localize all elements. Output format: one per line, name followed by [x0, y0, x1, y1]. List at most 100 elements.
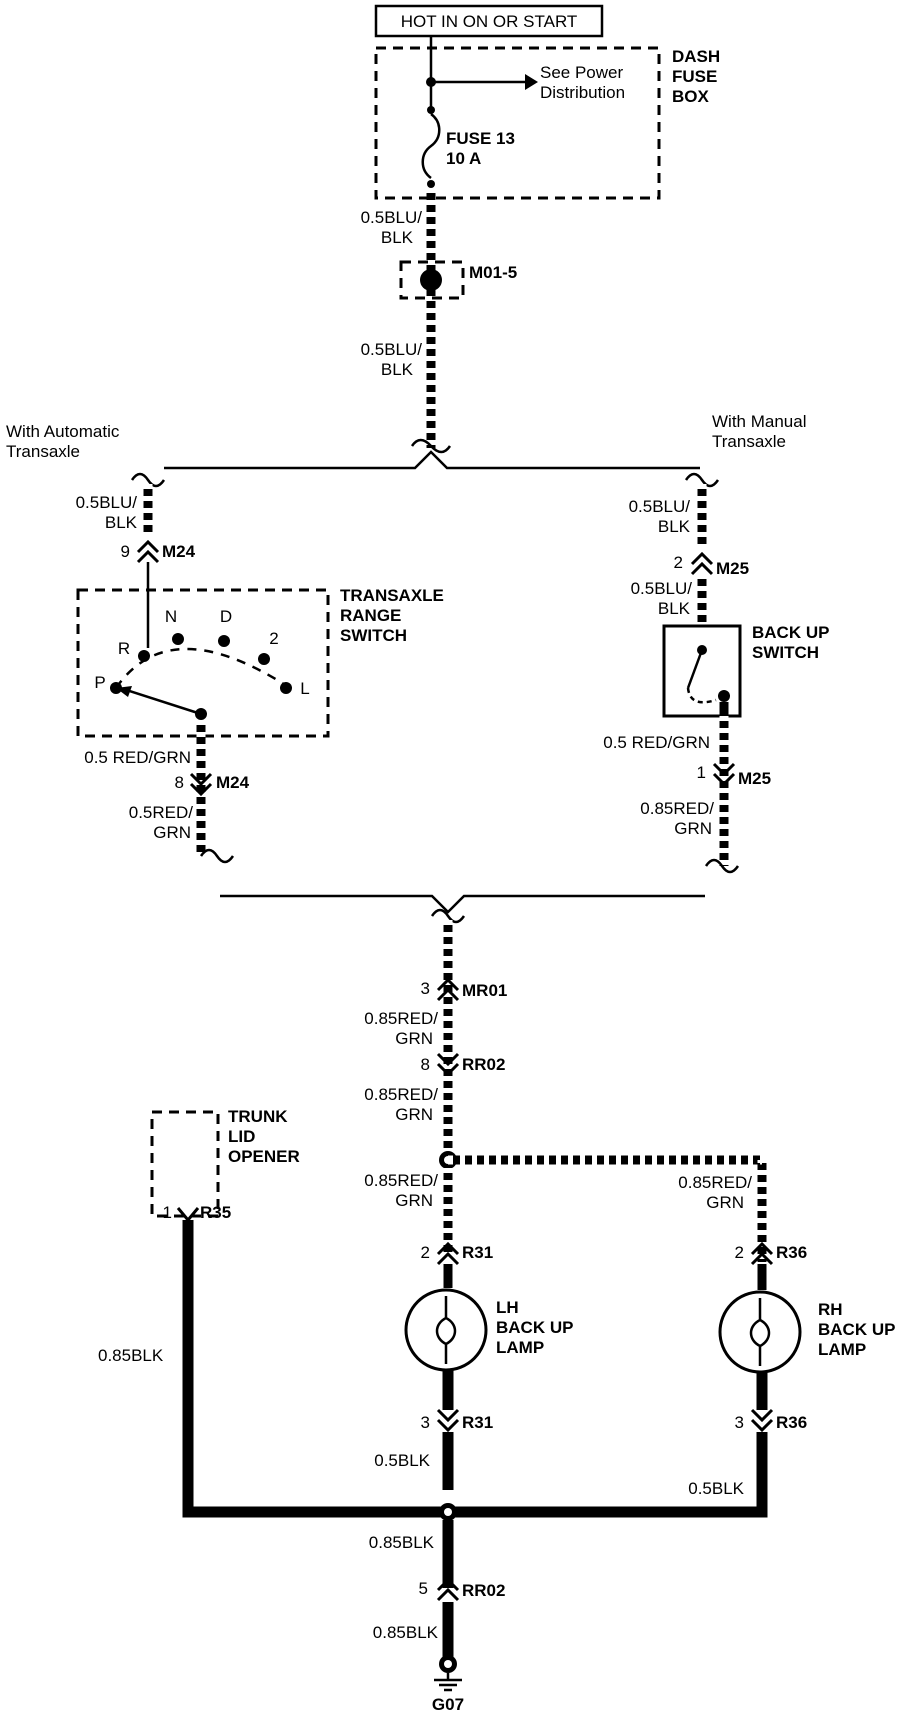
connector-m24-out — [189, 772, 213, 797]
auto-wire-in-a: 0.5BLU/ — [76, 493, 138, 512]
lower-c1-pin: 3 — [421, 979, 430, 998]
splice-m01-5 — [420, 269, 442, 291]
manual-wire-out2-b: GRN — [674, 819, 712, 838]
rh-lamp-label-1: RH — [818, 1300, 843, 1319]
manual-wire-in2-a: 0.5BLU/ — [631, 579, 693, 598]
back-up-switch-label-1: BACK UP — [752, 623, 829, 642]
ground-conn-pin: 5 — [419, 1579, 428, 1598]
manual-conn-in-pin: 2 — [674, 553, 683, 572]
lower-w1-a: 0.85RED/ — [364, 1009, 438, 1028]
trunk-conn: R35 — [200, 1203, 231, 1222]
lower-w2-b: GRN — [395, 1105, 433, 1124]
connector-r31-in — [436, 1241, 460, 1266]
fuse-box-label-1: DASH — [672, 47, 720, 66]
position-l-dot — [280, 682, 292, 694]
rh-lamp-filament-icon — [749, 1298, 771, 1366]
position-r: R — [118, 639, 130, 658]
range-switch-label-2: RANGE — [340, 606, 401, 625]
fuse-rating: 10 A — [446, 149, 481, 168]
fuse-box-label-3: BOX — [672, 87, 710, 106]
back-up-switch-label-2: SWITCH — [752, 643, 819, 662]
lower-w3-a: 0.85RED/ — [364, 1171, 438, 1190]
dash-fuse-box — [374, 46, 661, 200]
position-2-dot — [258, 653, 270, 665]
ground-wire-2: 0.85BLK — [373, 1623, 439, 1642]
connector-r36-out — [750, 1408, 774, 1433]
auto-title-1: With Automatic — [6, 422, 120, 441]
auto-wire-out2-b: GRN — [153, 823, 191, 842]
arrow-right-icon — [525, 74, 538, 90]
position-r-dot — [138, 650, 150, 662]
connector-m24-in — [136, 539, 160, 564]
lh-lamp-filament-icon — [435, 1296, 457, 1364]
trunk-label-2: LID — [228, 1127, 255, 1146]
trunk-label-1: TRUNK — [228, 1107, 288, 1126]
rh-ground-wire: 0.5BLK — [688, 1479, 744, 1498]
splice-m01-5-box — [399, 260, 465, 300]
position-n: N — [165, 607, 177, 626]
rh-wire-in-b: GRN — [706, 1193, 744, 1212]
trunk-pin: 1 — [163, 1203, 172, 1222]
lower-c1-label: MR01 — [462, 981, 507, 1000]
trunk-label-3: OPENER — [228, 1147, 300, 1166]
manual-wire-in2-b: BLK — [658, 599, 691, 618]
rh-out-conn: R36 — [776, 1413, 807, 1432]
switch-arrow-icon — [116, 686, 132, 697]
trunk-lid-opener-box — [150, 1110, 220, 1218]
connector-m25-in — [690, 551, 714, 576]
auto-wire-out2-a: 0.5RED/ — [129, 803, 194, 822]
lower-w2-a: 0.85RED/ — [364, 1085, 438, 1104]
upper-wire-color-2b: BLK — [381, 360, 414, 379]
manual-wire-out: 0.5 RED/GRN — [603, 733, 710, 752]
auto-wire-in-b: BLK — [105, 513, 138, 532]
auto-conn-in-pin: 9 — [121, 542, 130, 561]
manual-wire-in-b: BLK — [658, 517, 691, 536]
auto-title-2: Transaxle — [6, 442, 80, 461]
auto-wire-out: 0.5 RED/GRN — [84, 748, 191, 767]
connector-r31-out — [436, 1408, 460, 1433]
see-power-2: Distribution — [540, 83, 625, 102]
range-switch-label-1: TRANSAXLE — [340, 586, 444, 605]
see-power-1: See Power — [540, 63, 623, 82]
manual-conn-in-label: M25 — [716, 559, 749, 578]
power-label-box — [374, 4, 604, 38]
transaxle-range-switch-box — [76, 588, 330, 738]
manual-title-1: With Manual — [712, 412, 806, 431]
upper-wire-color-1b: BLK — [381, 228, 414, 247]
manual-title-2: Transaxle — [712, 432, 786, 451]
lh-out-pin: 3 — [421, 1413, 430, 1432]
splice-m01-5-label: M01-5 — [469, 263, 517, 282]
back-up-switch-contact — [718, 690, 730, 702]
lh-in-pin: 2 — [421, 1243, 430, 1262]
power-label: HOT IN ON OR START — [401, 12, 578, 31]
trunk-wire: 0.85BLK — [98, 1346, 164, 1365]
lh-out-conn: R31 — [462, 1413, 493, 1432]
position-l: L — [300, 679, 309, 698]
back-up-switch-box — [662, 624, 742, 718]
connector-rr02-upper — [436, 1052, 460, 1077]
lower-w1-b: GRN — [395, 1029, 433, 1048]
rh-lamp-label-3: LAMP — [818, 1340, 866, 1359]
manual-wire-out2-a: 0.85RED/ — [640, 799, 714, 818]
lower-c2-pin: 8 — [421, 1055, 430, 1074]
manual-wire-in-a: 0.5BLU/ — [629, 497, 691, 516]
position-d-dot — [218, 635, 230, 647]
manual-conn-out-label: M25 — [738, 769, 771, 788]
lh-in-conn: R31 — [462, 1243, 493, 1262]
fuse-label: FUSE 13 — [446, 129, 515, 148]
connector-rr02-ground — [436, 1577, 460, 1602]
connector-r35 — [176, 1207, 200, 1223]
rh-wire-in-a: 0.85RED/ — [678, 1173, 752, 1192]
ground-name: G07 — [432, 1695, 464, 1714]
lh-lamp-label-3: LAMP — [496, 1338, 544, 1357]
lower-w3-b: GRN — [395, 1191, 433, 1210]
upper-wire-color-1a: 0.5BLU/ — [361, 208, 423, 227]
connector-r36-in — [750, 1241, 774, 1266]
lh-lamp-label-1: LH — [496, 1298, 519, 1317]
lower-c2-label: RR02 — [462, 1055, 505, 1074]
rh-out-pin: 3 — [735, 1413, 744, 1432]
auto-conn-out-label: M24 — [216, 773, 250, 792]
lh-ground-wire: 0.5BLK — [374, 1451, 430, 1470]
range-switch-label-3: SWITCH — [340, 626, 407, 645]
